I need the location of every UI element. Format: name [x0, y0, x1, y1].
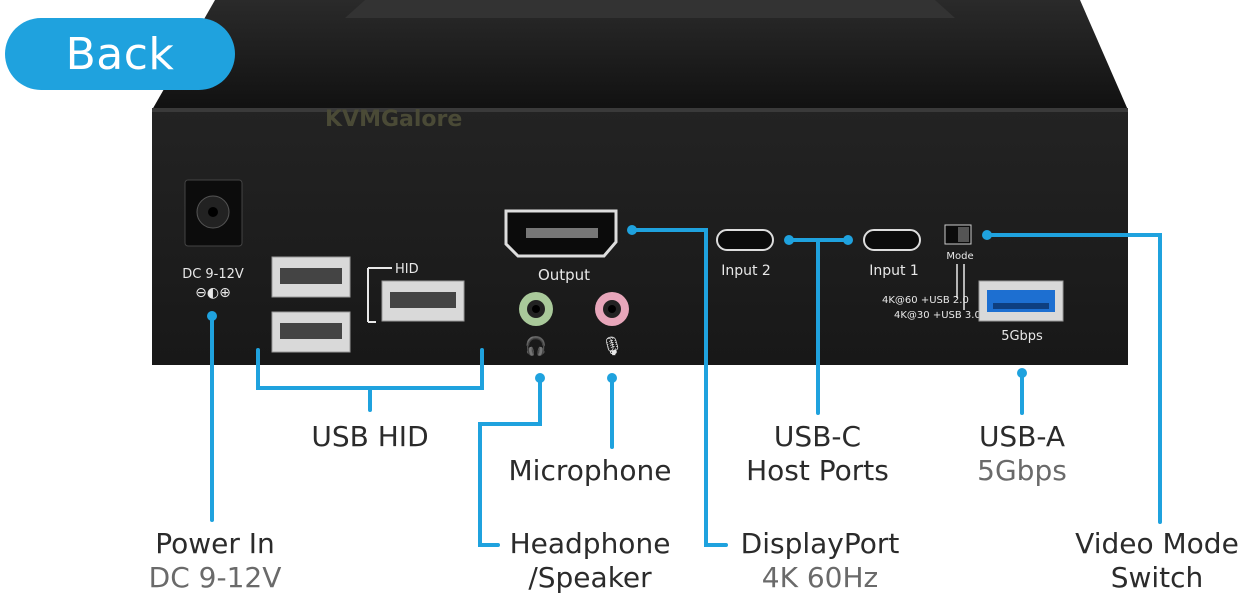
usb-speed-label: 5Gbps — [1001, 329, 1043, 344]
headphone-callout-line2: /Speaker — [528, 561, 652, 594]
usb-c-port-input-1 — [863, 229, 921, 251]
usb-hid-port-3 — [381, 280, 465, 322]
video-mode-leader — [985, 233, 1162, 524]
power-callout-line1: Power In — [155, 527, 275, 560]
headphone-leader — [478, 376, 542, 547]
hid-label: HID — [395, 262, 419, 277]
input-1-label: Input 1 — [869, 263, 919, 279]
usb-c-port-input-2 — [716, 229, 774, 251]
usb-hid-callout: USB HID — [311, 420, 429, 453]
usb-hid-port-2 — [271, 311, 351, 353]
displayport-callout-line2: 4K 60Hz — [761, 561, 879, 594]
usb-a-port — [978, 280, 1064, 322]
headphone-icon: 🎧 — [525, 335, 547, 357]
device-top-panel — [345, 0, 955, 18]
power-callout: Power In DC 9-12V — [140, 527, 290, 595]
polarity-symbol: ⊖◐⊕ — [195, 285, 231, 301]
power-callout-line2: DC 9-12V — [148, 561, 282, 594]
usb-hid-leader — [256, 348, 484, 412]
mode-option-2: 4K@30 +USB 3.0 — [894, 310, 981, 321]
displayport-port — [504, 209, 618, 258]
displayport-leader — [630, 228, 728, 547]
usb-c-callout-line2: Host Ports — [746, 454, 889, 487]
video-mode-callout-line1: Video Mode — [1075, 527, 1239, 560]
usb-a-callout-line1: USB-A — [978, 420, 1066, 453]
input-2-label: Input 2 — [721, 263, 771, 279]
usb-c-leader — [787, 238, 850, 415]
usb-hid-port-1 — [271, 256, 351, 298]
headphone-jack — [519, 292, 553, 326]
mode-option-1: 4K@60 +USB 2.0 — [882, 295, 969, 306]
headphone-callout: Headphone /Speaker — [500, 527, 680, 595]
device-top — [152, 0, 1128, 110]
watermark: KVMGalore — [325, 107, 462, 132]
microphone-jack — [595, 292, 629, 326]
headphone-callout-line1: Headphone — [509, 527, 671, 560]
mode-label: Mode — [946, 251, 973, 262]
usb-c-callout: USB-C Host Ports — [730, 420, 905, 488]
device-edge — [152, 108, 1128, 112]
callout-dots — [207, 225, 1027, 383]
microphone-icon: 🎙 — [601, 336, 624, 357]
output-label: Output — [538, 266, 590, 284]
microphone-callout: Microphone — [508, 454, 672, 487]
video-mode-callout: Video Mode Switch — [1068, 527, 1245, 595]
displayport-callout-line1: DisplayPort — [740, 527, 900, 560]
usb-a-callout-line2: 5Gbps — [977, 454, 1067, 487]
usb-c-callout-line1: USB-C — [773, 420, 862, 453]
back-badge: Back — [5, 18, 235, 90]
video-mode-callout-line2: Switch — [1110, 561, 1204, 594]
mode-switch — [944, 224, 972, 245]
hid-bracket — [367, 267, 392, 323]
displayport-callout: DisplayPort 4K 60Hz — [730, 527, 910, 595]
usb-a-callout: USB-A 5Gbps — [962, 420, 1082, 488]
callout-lines — [210, 228, 1162, 547]
power-rating-label: DC 9-12V — [182, 267, 244, 282]
